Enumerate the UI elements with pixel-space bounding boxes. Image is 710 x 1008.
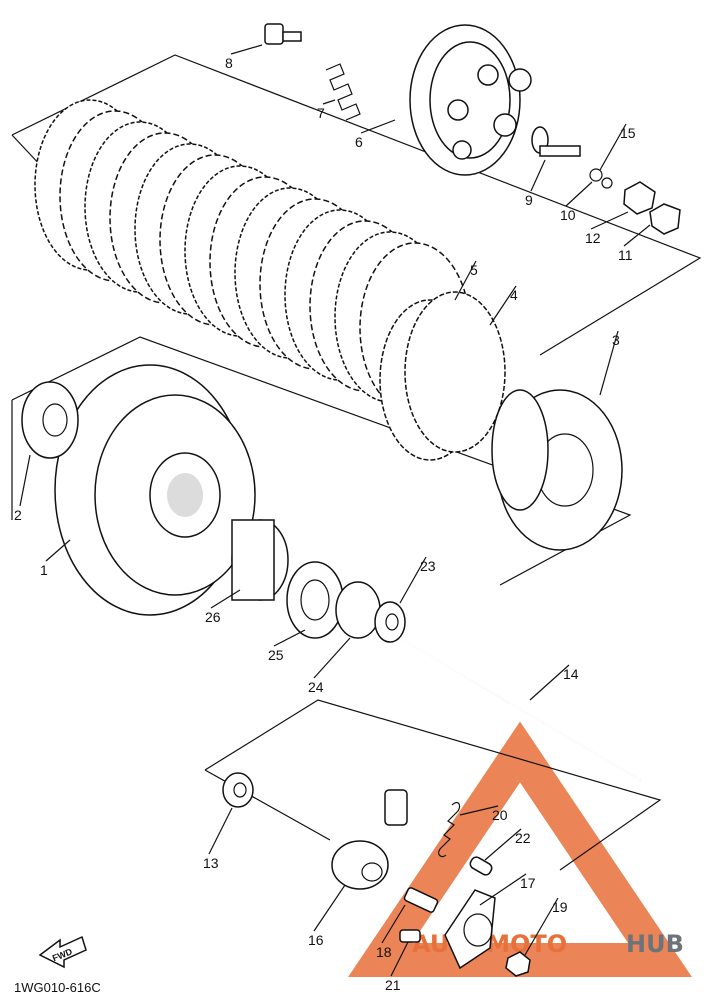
return-spring bbox=[438, 801, 461, 858]
ball bbox=[589, 168, 603, 182]
part-label-23: 23 bbox=[420, 558, 436, 574]
watermark-logo: AUTOMOTO HUB bbox=[348, 721, 692, 977]
dowel-pin bbox=[469, 856, 493, 876]
part-label-24: 24 bbox=[308, 679, 324, 695]
part-label-5: 5 bbox=[470, 262, 478, 278]
fwd-arrow: FWD bbox=[38, 935, 87, 969]
part-label-9: 9 bbox=[525, 192, 533, 208]
leader-line-8 bbox=[230, 44, 263, 55]
clutch-plate-stack bbox=[34, 99, 506, 461]
part-label-10: 10 bbox=[560, 207, 576, 223]
part-label-11: 11 bbox=[618, 247, 633, 263]
part-label-7: 7 bbox=[317, 105, 325, 121]
leader-line-18 bbox=[381, 904, 406, 944]
part-label-14: 14 bbox=[563, 666, 579, 682]
clutch-housing bbox=[54, 364, 256, 616]
leader-line-16 bbox=[313, 884, 346, 932]
leader-line-19 bbox=[524, 897, 559, 956]
leader-line-4 bbox=[489, 285, 517, 326]
part-label-12: 12 bbox=[585, 230, 601, 246]
leader-line-23 bbox=[399, 556, 427, 604]
leader-line-2 bbox=[19, 454, 31, 507]
part-label-19: 19 bbox=[552, 899, 568, 915]
part-label-20: 20 bbox=[492, 807, 508, 823]
o-ring bbox=[601, 177, 613, 189]
nut bbox=[623, 181, 656, 215]
leader-line-5 bbox=[454, 260, 477, 301]
needle-bearing bbox=[231, 519, 289, 601]
washer bbox=[374, 601, 406, 643]
oil-seal bbox=[222, 772, 254, 808]
part-label-8: 8 bbox=[225, 55, 233, 71]
leader-line-26 bbox=[210, 589, 241, 609]
leader-line-17 bbox=[479, 873, 527, 906]
pressure-plate bbox=[409, 24, 532, 176]
leader-line-25 bbox=[273, 629, 306, 647]
part-label-25: 25 bbox=[268, 647, 284, 663]
small-bolt bbox=[399, 929, 421, 943]
thrust-plate bbox=[21, 381, 79, 459]
leader-line-24 bbox=[313, 637, 351, 679]
part-label-21: 21 bbox=[385, 977, 401, 993]
leader-line-13 bbox=[208, 807, 233, 855]
bolt bbox=[264, 23, 302, 45]
locknut bbox=[505, 951, 531, 977]
part-label-1: 1 bbox=[40, 562, 48, 578]
part-label-18: 18 bbox=[376, 944, 392, 960]
part-labels: 1234567891011121314151617181920212223242… bbox=[14, 44, 651, 993]
push-pin bbox=[531, 126, 581, 157]
part-label-2: 2 bbox=[14, 507, 22, 523]
leader-line-14 bbox=[529, 664, 570, 701]
part-label-16: 16 bbox=[308, 932, 324, 948]
leader-line-15 bbox=[599, 123, 627, 171]
leader-line-12 bbox=[590, 211, 629, 230]
leader-line-3 bbox=[599, 330, 619, 396]
part-label-3: 3 bbox=[612, 332, 620, 348]
leader-line-7 bbox=[322, 99, 336, 105]
part-label-22: 22 bbox=[515, 830, 531, 846]
part-label-13: 13 bbox=[203, 855, 219, 871]
cover-plate bbox=[444, 889, 496, 970]
leader-line-6 bbox=[360, 119, 396, 134]
part-label-17: 17 bbox=[520, 875, 536, 891]
leader-line-21 bbox=[390, 941, 409, 977]
watermark-text-b: HUB bbox=[626, 930, 684, 958]
adjusting-bolt bbox=[403, 887, 439, 913]
leader-line-22 bbox=[484, 828, 522, 861]
leader-line-9 bbox=[530, 159, 546, 192]
part-label-26: 26 bbox=[205, 609, 221, 625]
push-rod bbox=[399, 637, 641, 781]
part-label-6: 6 bbox=[355, 134, 363, 150]
spacer bbox=[286, 561, 344, 639]
push-lever-shaft bbox=[331, 789, 408, 890]
part-label-15: 15 bbox=[620, 125, 636, 141]
clutch-spring bbox=[325, 63, 361, 121]
leader-line-10 bbox=[565, 181, 593, 207]
clutch-plate bbox=[404, 291, 506, 453]
leader-line-11 bbox=[623, 224, 651, 247]
part-label-4: 4 bbox=[510, 287, 518, 303]
collar bbox=[335, 581, 381, 639]
clutch-boss bbox=[491, 389, 623, 551]
leader-line-1 bbox=[45, 539, 71, 562]
drawing-code: 1WG010-616C bbox=[14, 980, 101, 995]
leader-line-20 bbox=[459, 805, 499, 816]
lock-washer bbox=[649, 203, 681, 235]
